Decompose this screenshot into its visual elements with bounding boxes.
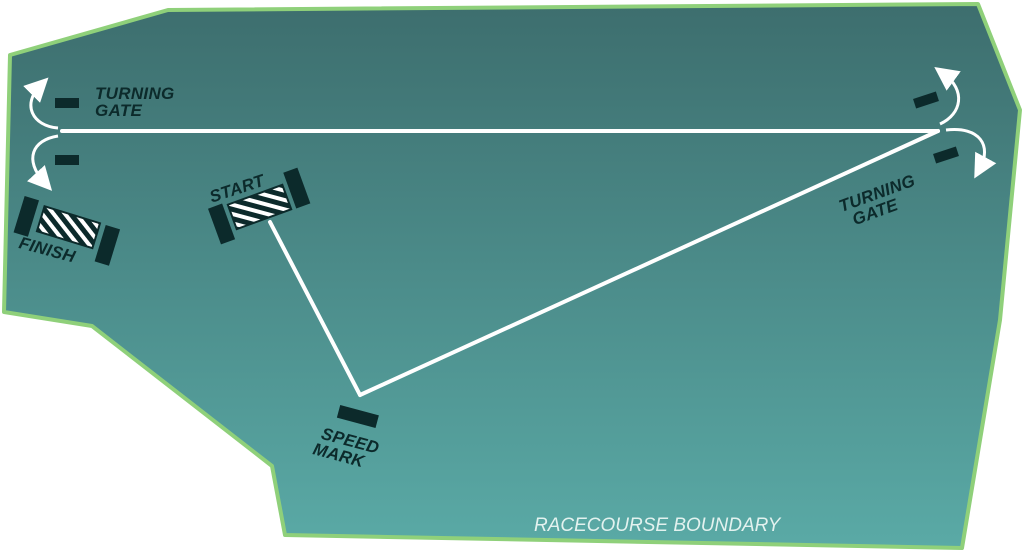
curved-arrow-icon (945, 128, 997, 179)
turning-gate-left: TURNING GATE (23, 77, 175, 191)
checkered-gate-icon (35, 205, 102, 250)
turning-gate-left-label: TURNING (95, 84, 175, 103)
curved-arrow-icon (934, 66, 961, 126)
gate-post (13, 196, 40, 237)
gate-post (283, 167, 311, 209)
gate-marker-icon (913, 91, 939, 109)
finish-gate (13, 196, 121, 266)
turning-gate-left-label: GATE (95, 101, 143, 120)
gate-marker-icon (55, 98, 79, 108)
gate-post (94, 225, 121, 266)
course-leg-start-speed (268, 220, 362, 397)
curved-arrow-icon (27, 134, 59, 191)
course-leg-speed-gate (358, 129, 940, 397)
gate-post (208, 203, 236, 245)
gate-marker-icon (933, 146, 959, 164)
gate-marker-icon (55, 155, 79, 165)
start-gate (208, 167, 311, 245)
curved-arrow-icon (23, 77, 59, 130)
racecourse-boundary-label: RACECOURSE BOUNDARY (534, 515, 782, 536)
checkered-gate-icon (226, 183, 293, 231)
course-lines (60, 129, 940, 397)
gate-marker-icon (336, 405, 379, 428)
